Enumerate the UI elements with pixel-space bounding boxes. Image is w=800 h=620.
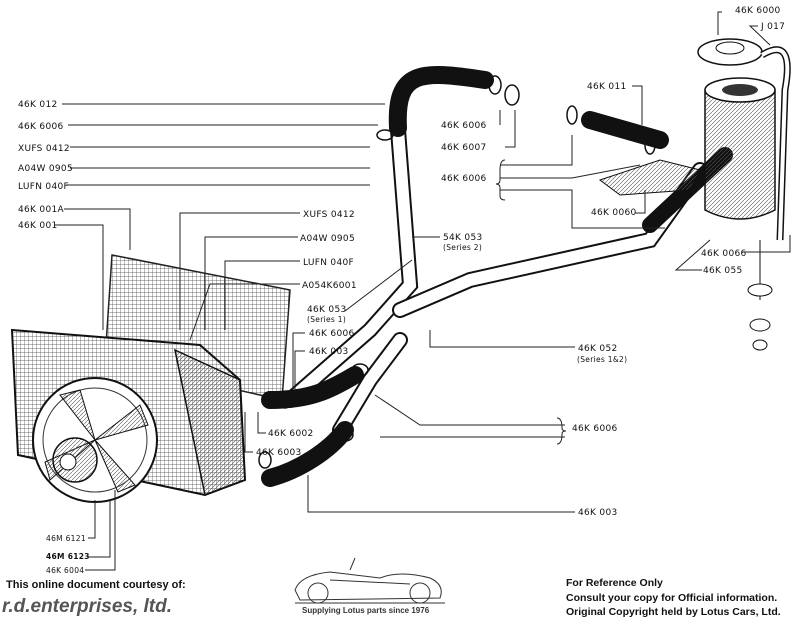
filler-cap xyxy=(697,38,763,66)
hose-clips xyxy=(258,75,656,469)
label-46k-6006: 46K 6006 xyxy=(309,329,355,339)
leader-lines xyxy=(54,11,791,571)
lotus-car-logo xyxy=(294,557,445,604)
label-lufn-040f: LUFN 040F xyxy=(303,258,354,268)
label-46k-053: 46K 053 xyxy=(307,305,347,315)
label-46k-0066: 46K 0066 xyxy=(701,249,747,259)
courtesy-text: This online document courtesy of: xyxy=(6,579,186,591)
label-46k-6006: 46K 6006 xyxy=(441,174,487,184)
label-series-1-2: (Series 1&2) xyxy=(577,355,627,364)
label-46k-055: 46K 055 xyxy=(703,266,743,276)
label-lufn-040f: LUFN 040F xyxy=(18,182,69,192)
header-tank xyxy=(598,77,776,220)
label-46k-001: 46K 001 xyxy=(18,221,58,231)
reference-only-text: For Reference Only xyxy=(566,577,663,589)
label-xufs-0412: XUFS 0412 xyxy=(18,144,70,154)
label-46k-6004: 46K 6004 xyxy=(46,566,84,575)
label-54k-053: 54K 053 xyxy=(443,233,483,243)
label-j-017: J 017 xyxy=(760,22,785,32)
label-a054k6001: A054K6001 xyxy=(302,281,357,291)
label-series-2: (Series 2) xyxy=(443,243,482,252)
label-46k-003: 46K 003 xyxy=(309,347,349,357)
label-46k-6006: 46K 6006 xyxy=(441,121,487,131)
cooling-fan xyxy=(32,377,158,503)
label-46k-6003: 46K 6003 xyxy=(256,448,302,458)
consult-text: Consult your copy for Official informati… xyxy=(566,592,778,604)
label-xufs-0412: XUFS 0412 xyxy=(303,210,355,220)
label-46k-6007: 46K 6007 xyxy=(441,143,487,153)
label-46m-6121: 46M 6121 xyxy=(46,534,86,543)
label-46k-0060: 46K 0060 xyxy=(591,208,637,218)
part-labels: 46K 012 46K 6006 XUFS 0412 A04W 0905 LUF… xyxy=(18,6,785,575)
label-46k-6002: 46K 6002 xyxy=(268,429,314,439)
copyright-text: Original Copyright held by Lotus Cars, L… xyxy=(566,606,781,618)
label-46k-052: 46K 052 xyxy=(578,344,618,354)
label-46k-001a: 46K 001A xyxy=(18,205,64,215)
label-a04w-0905: A04W 0905 xyxy=(18,164,73,174)
label-series-1: (Series 1) xyxy=(307,315,346,324)
label-46m-6123: 46M 6123 xyxy=(46,552,90,561)
label-46k-011: 46K 011 xyxy=(587,82,627,92)
label-46k-6006: 46K 6006 xyxy=(18,122,64,132)
label-a04w-0905: A04W 0905 xyxy=(300,234,355,244)
label-46k-012: 46K 012 xyxy=(18,100,58,110)
mounting-rubbers xyxy=(747,240,773,351)
label-46k-6000: 46K 6000 xyxy=(735,6,781,16)
label-46k-003: 46K 003 xyxy=(578,508,618,518)
tagline-text: Supplying Lotus parts since 1976 xyxy=(302,606,430,615)
label-46k-6006: 46K 6006 xyxy=(572,424,618,434)
company-logo-text: r.d.enterprises, ltd. xyxy=(2,596,172,617)
